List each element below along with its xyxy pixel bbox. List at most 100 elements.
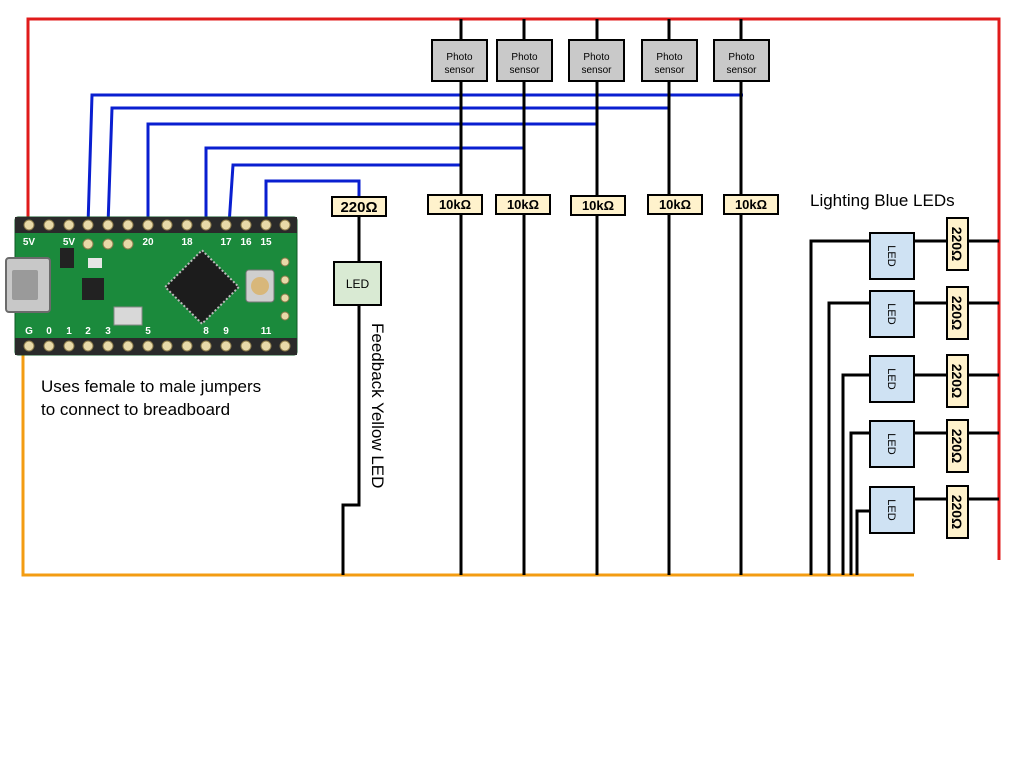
led-ground-wire [841,373,870,575]
small-chip [82,278,104,300]
ground-rail [21,338,914,577]
bottom-pins [23,340,291,352]
resistor-box [946,354,969,408]
photo-sensor-box [431,39,488,82]
blue-led-2: LED [869,290,915,338]
led-ground-wire [855,509,870,575]
led-resistor-5: 220Ω [946,485,969,539]
pin-label: 18 [181,237,193,248]
led-resistor-label: 220Ω [949,495,965,530]
side-pins [280,257,290,321]
signal-wire-2 [106,106,669,226]
photo-sensor-label-line2: sensor [654,65,685,76]
led-resistor-label: 220Ω [949,429,965,464]
pin-label: 3 [105,326,111,337]
resistor-box [946,419,969,473]
resistor-box [647,194,703,215]
led-resistor-4: 220Ω [946,419,969,473]
capacitor [88,258,102,268]
power-wire [26,17,1001,560]
blue-led-4: LED [869,420,915,468]
pin-label: 15 [260,237,272,248]
photo-sensor-label-line1: Photo [728,52,755,63]
photo-sensor-label-line1: Photo [656,52,683,63]
blue-led-label: LED [885,303,897,324]
pulldown-resistor-3: 10kΩ [570,195,626,216]
pin-label: 17 [220,237,232,248]
blue-led-label: LED [885,499,897,520]
top-pins [23,219,291,231]
pulldown-resistor-2: 10kΩ [495,194,551,215]
pin-label: 8 [203,326,209,337]
feedback-led: LED [333,261,382,306]
feedback-wire [341,305,361,575]
feedback-led-caption: Feedback Yellow LED [368,323,387,488]
board-note-line-2: to connect to breadboard [41,400,230,419]
feedback-led-label: LED [346,277,370,291]
photo-sensor-label-line1: Photo [583,52,610,63]
resistor-box [331,196,387,217]
photo-sensor-label-line1: Photo [511,52,538,63]
resistor-box [495,194,551,215]
blue-led-3: LED [869,355,915,403]
led-resistor-2: 220Ω [946,286,969,340]
blue-led-label: LED [885,245,897,266]
led-resistor-3: 220Ω [946,354,969,408]
pin-label: 9 [223,326,229,337]
lighting-title: Lighting Blue LEDs [810,191,955,210]
blue-led-box [869,420,915,468]
pin-label: 11 [261,326,272,337]
photo-sensor-box [641,39,698,82]
led-resistor-label: 220Ω [949,364,965,399]
photo-sensor-5: Photo sensor [713,39,770,82]
photo-sensor-4: Photo sensor [641,39,698,82]
led-resistor-label: 220Ω [949,227,965,262]
program-button-cap [251,277,269,295]
sensor-wires [341,19,999,575]
board-note-line-1: Uses female to male jumpers [41,377,261,396]
photo-sensor-1: Photo sensor [431,39,488,82]
pin-label: 5 [145,326,151,337]
pulldown-resistor-1: 10kΩ [427,194,483,215]
bottom-header [15,338,297,355]
blue-led-box [869,486,915,534]
resistor-box [946,485,969,539]
pin-label: G [25,326,33,337]
resistor-box [570,195,626,216]
signal-wire-6 [264,179,361,225]
regulator [60,248,74,268]
photo-sensor-label-line2: sensor [444,65,475,76]
photo-sensor-label-line2: sensor [581,65,612,76]
blue-led-box [869,232,915,280]
usb-port [12,270,38,300]
pin-label: 2 [85,326,91,337]
led-ground-wire [809,239,870,575]
photo-sensor-box [496,39,553,82]
pin-label: 16 [240,237,252,248]
photo-sensor-3: Photo sensor [568,39,625,82]
signal-wire-5 [227,163,461,226]
led-ground-wire [849,431,870,575]
power-rail [26,17,1001,560]
resistor-box [427,194,483,215]
resistor-label: 10kΩ [582,198,614,213]
signal-wires [86,93,743,226]
photo-sensor-box [713,39,770,82]
blue-led-box [869,290,915,338]
signal-wire-1 [86,93,743,226]
pin-label: 5V [23,237,36,248]
photo-sensor-label-line1: Photo [446,52,473,63]
resistor-box [946,217,969,271]
pulldown-resistor-5: 10kΩ [723,194,779,215]
photo-sensor-label-line2: sensor [726,65,757,76]
feedback-led-box [333,261,382,306]
led-resistor-label: 220Ω [949,296,965,331]
photo-sensor-2: Photo sensor [496,39,553,82]
blue-led-1: LED [869,232,915,280]
feedback-resistor-label: 220Ω [340,199,377,216]
pin-label: 20 [142,237,154,248]
top-header [15,217,297,233]
resistor-label: 10kΩ [439,197,471,212]
